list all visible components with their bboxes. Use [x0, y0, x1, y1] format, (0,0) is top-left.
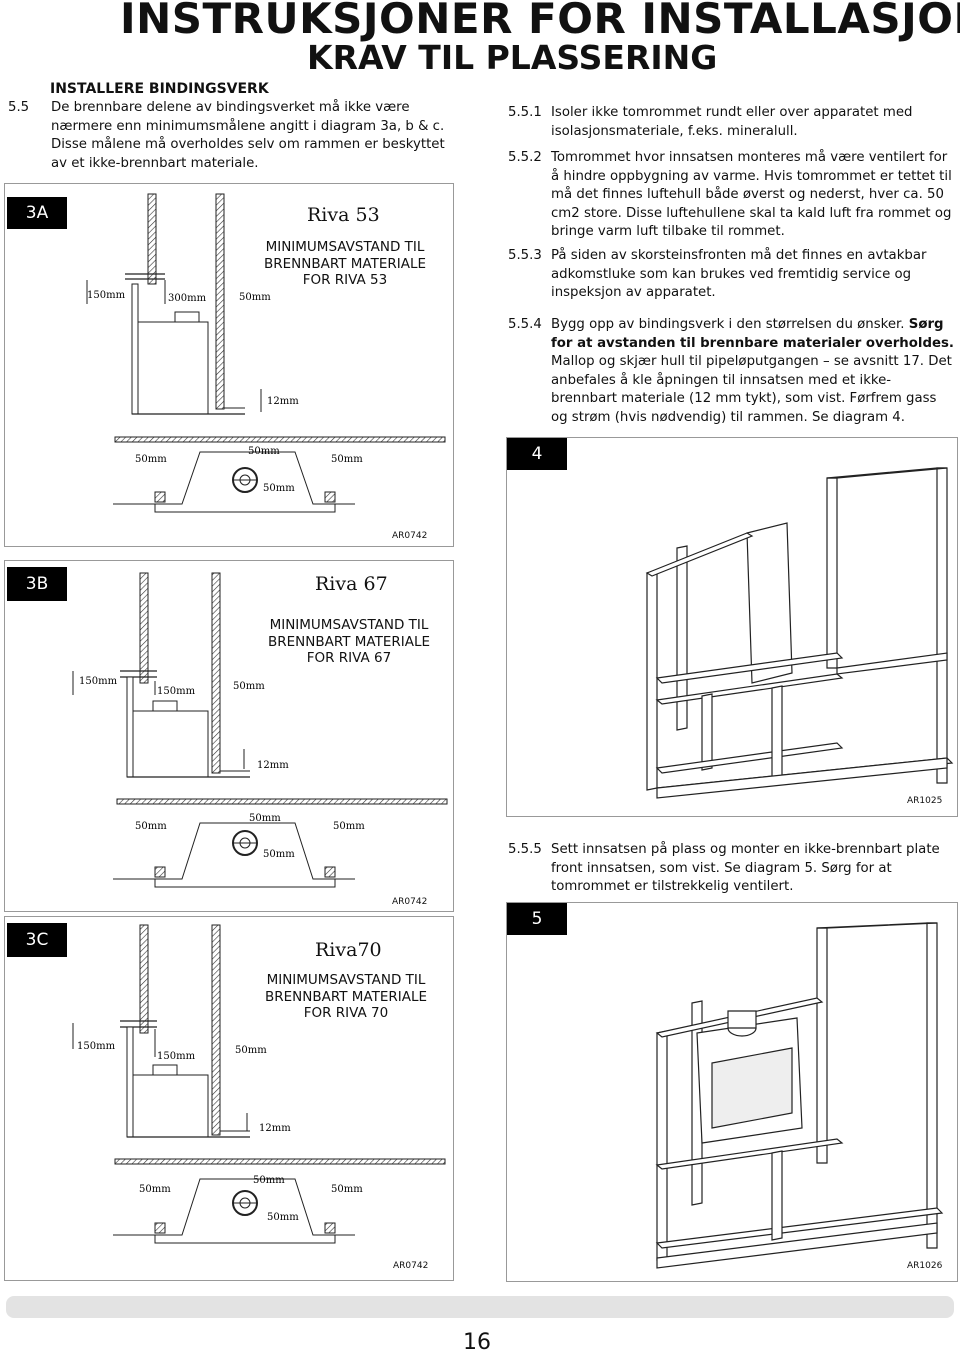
dimension-label: 300mm — [168, 293, 207, 304]
dimension-label: 50mm — [333, 821, 365, 832]
figure-label: 3C — [7, 923, 67, 957]
dimension-label: 50mm — [267, 1212, 299, 1223]
figure-label: 3B — [7, 567, 67, 601]
dimension-label: 50mm — [235, 1045, 267, 1056]
paragraph-5-5-4: 5.5.4 Bygg opp av bindingsverk i den stø… — [508, 316, 956, 428]
drawing-code: AR0742 — [392, 531, 428, 541]
subtitle-line: FOR RIVA 67 — [306, 650, 392, 666]
page-number: 16 — [463, 1330, 491, 1355]
paragraph-5-5-5: 5.5.5 Sett innsatsen på plass og monter … — [508, 841, 956, 897]
paragraph-number: 5.5.4 — [508, 317, 542, 332]
paragraph-text: Isoler ikke tomrommet rundt eller over a… — [551, 105, 913, 139]
clearance-diagram: 150mm 300mm 50mm 12mm 50mm 50mm 50mm 50m… — [86, 193, 446, 513]
subtitle-line: MINIMUMSAVSTAND TIL — [265, 239, 425, 255]
figure-label: 4 — [507, 438, 567, 470]
dimension-label: 150mm — [157, 686, 196, 697]
framework-illustration — [645, 467, 954, 799]
footer-bar — [6, 1296, 954, 1318]
dimension-label: 12mm — [267, 396, 299, 407]
clearance-diagram: 150mm 150mm 50mm 12mm 50mm 50mm 50mm 50m… — [72, 572, 448, 888]
combustible-wall — [215, 193, 225, 410]
dimension-label: 50mm — [263, 849, 295, 860]
drawing-code: AR1025 — [907, 796, 943, 806]
figure-4: 4 AR1025 — [506, 437, 958, 817]
appliance — [137, 321, 209, 415]
dimension-label: 50mm — [331, 1184, 363, 1195]
drawing-code: AR0742 — [392, 897, 428, 907]
subtitle-line: BRENNBART MATERIALE — [263, 255, 427, 272]
dimension-label: 50mm — [263, 483, 295, 494]
paragraph-5-5-3: 5.5.3 På siden av skorsteinsfronten må d… — [508, 247, 956, 303]
paragraph-text: Bygg opp av bindingsverk i den størrelse… — [551, 316, 956, 428]
figure-5: 5 AR1026 — [506, 902, 958, 1282]
dimension-label: 50mm — [253, 1175, 285, 1186]
paragraph-text: På siden av skorsteinsfronten må det fin… — [551, 248, 927, 301]
diagram-subtitle: MINIMUMSAVSTAND TIL BRENNBART MATERIALE … — [247, 239, 443, 289]
paragraph-text: Tomrommet hvor innsatsen monteres må vær… — [551, 150, 952, 240]
dimension-label: 150mm — [157, 1051, 196, 1062]
combustible-wall — [147, 193, 157, 285]
dimension-label: 12mm — [257, 760, 289, 771]
diagram-subtitle: MINIMUMSAVSTAND TIL BRENNBART MATERIALE … — [248, 972, 444, 1022]
paragraph-number: 5.5.5 — [508, 842, 542, 857]
paragraph-5-5: 5.5 De brennbare delene av bindingsverke… — [8, 99, 448, 173]
dimension-label: 50mm — [135, 454, 167, 465]
subtitle-line: FOR RIVA 53 — [302, 272, 388, 288]
paragraph-number: 5.5.1 — [508, 105, 542, 120]
dimension-label: 50mm — [139, 1184, 171, 1195]
diagram-title: Riva 67 — [315, 573, 388, 595]
diagram-title: Riva 53 — [307, 204, 380, 226]
figure-label: 5 — [507, 903, 567, 935]
paragraph-number: 5.5 — [8, 100, 30, 115]
paragraph-number: 5.5.2 — [508, 150, 542, 165]
diagram-title: Riva70 — [315, 939, 382, 961]
dimension-label: 50mm — [233, 681, 265, 692]
paragraph-5-5-2: 5.5.2 Tomrommet hvor innsatsen monteres … — [508, 149, 956, 242]
dimension-label: 50mm — [248, 446, 280, 457]
page-subtitle: KRAV TIL PLASSERING — [307, 38, 718, 77]
subtitle-line: BRENNBART MATERIALE — [267, 633, 431, 650]
figure-3c: 3C Riva70 MINIMUMSAVSTAND TIL BRENNBART … — [4, 916, 454, 1281]
figure-3a: 3A Riva 53 MINIMUMSAVSTAND TIL BRENNBART… — [4, 183, 454, 547]
dimension-label: 12mm — [259, 1123, 291, 1134]
drawing-code: AR1026 — [907, 1261, 943, 1271]
clearance-diagram: 150mm 150mm 50mm 12mm 50mm 50mm 50mm 50m… — [72, 924, 446, 1244]
dimension-label: 50mm — [239, 292, 271, 303]
figure-label: 3A — [7, 197, 67, 229]
subtitle-line: FOR RIVA 70 — [303, 1005, 389, 1021]
subtitle-line: MINIMUMSAVSTAND TIL — [269, 617, 429, 633]
section-heading: INSTALLERE BINDINGSVERK — [50, 81, 269, 97]
emphasis-text: Sørg for at avstanden til brennbare mate… — [551, 317, 954, 351]
dimension-label: 50mm — [249, 813, 281, 824]
dimension-label: 50mm — [331, 454, 363, 465]
dimension-label: 150mm — [79, 676, 118, 687]
diagram-subtitle: MINIMUMSAVSTAND TIL BRENNBART MATERIALE … — [251, 617, 447, 667]
text-run: Bygg opp av bindingsverk i den størrelse… — [551, 317, 905, 332]
dimension-label: 150mm — [77, 1041, 116, 1052]
paragraph-5-5-1: 5.5.1 Isoler ikke tomrommet rundt eller … — [508, 104, 956, 141]
dimension-label: 150mm — [87, 290, 126, 301]
subtitle-line: BRENNBART MATERIALE — [264, 988, 428, 1005]
subtitle-line: MINIMUMSAVSTAND TIL — [266, 972, 426, 988]
paragraph-text: De brennbare delene av bindingsverket må… — [51, 100, 445, 171]
dimension-label: 50mm — [135, 821, 167, 832]
page-title: INSTRUKSJONER FOR INSTALLASJON — [120, 0, 960, 43]
figure-3b: 3B Riva 67 MINIMUMSAVSTAND TIL BRENNBART… — [4, 560, 454, 912]
paragraph-number: 5.5.3 — [508, 248, 542, 263]
paragraph-text: Sett innsatsen på plass og monter en ikk… — [551, 842, 940, 895]
installation-illustration — [655, 922, 944, 1269]
text-run: Mallop og skjær hull til pipeløputgangen… — [551, 354, 952, 425]
drawing-code: AR0742 — [393, 1261, 429, 1271]
